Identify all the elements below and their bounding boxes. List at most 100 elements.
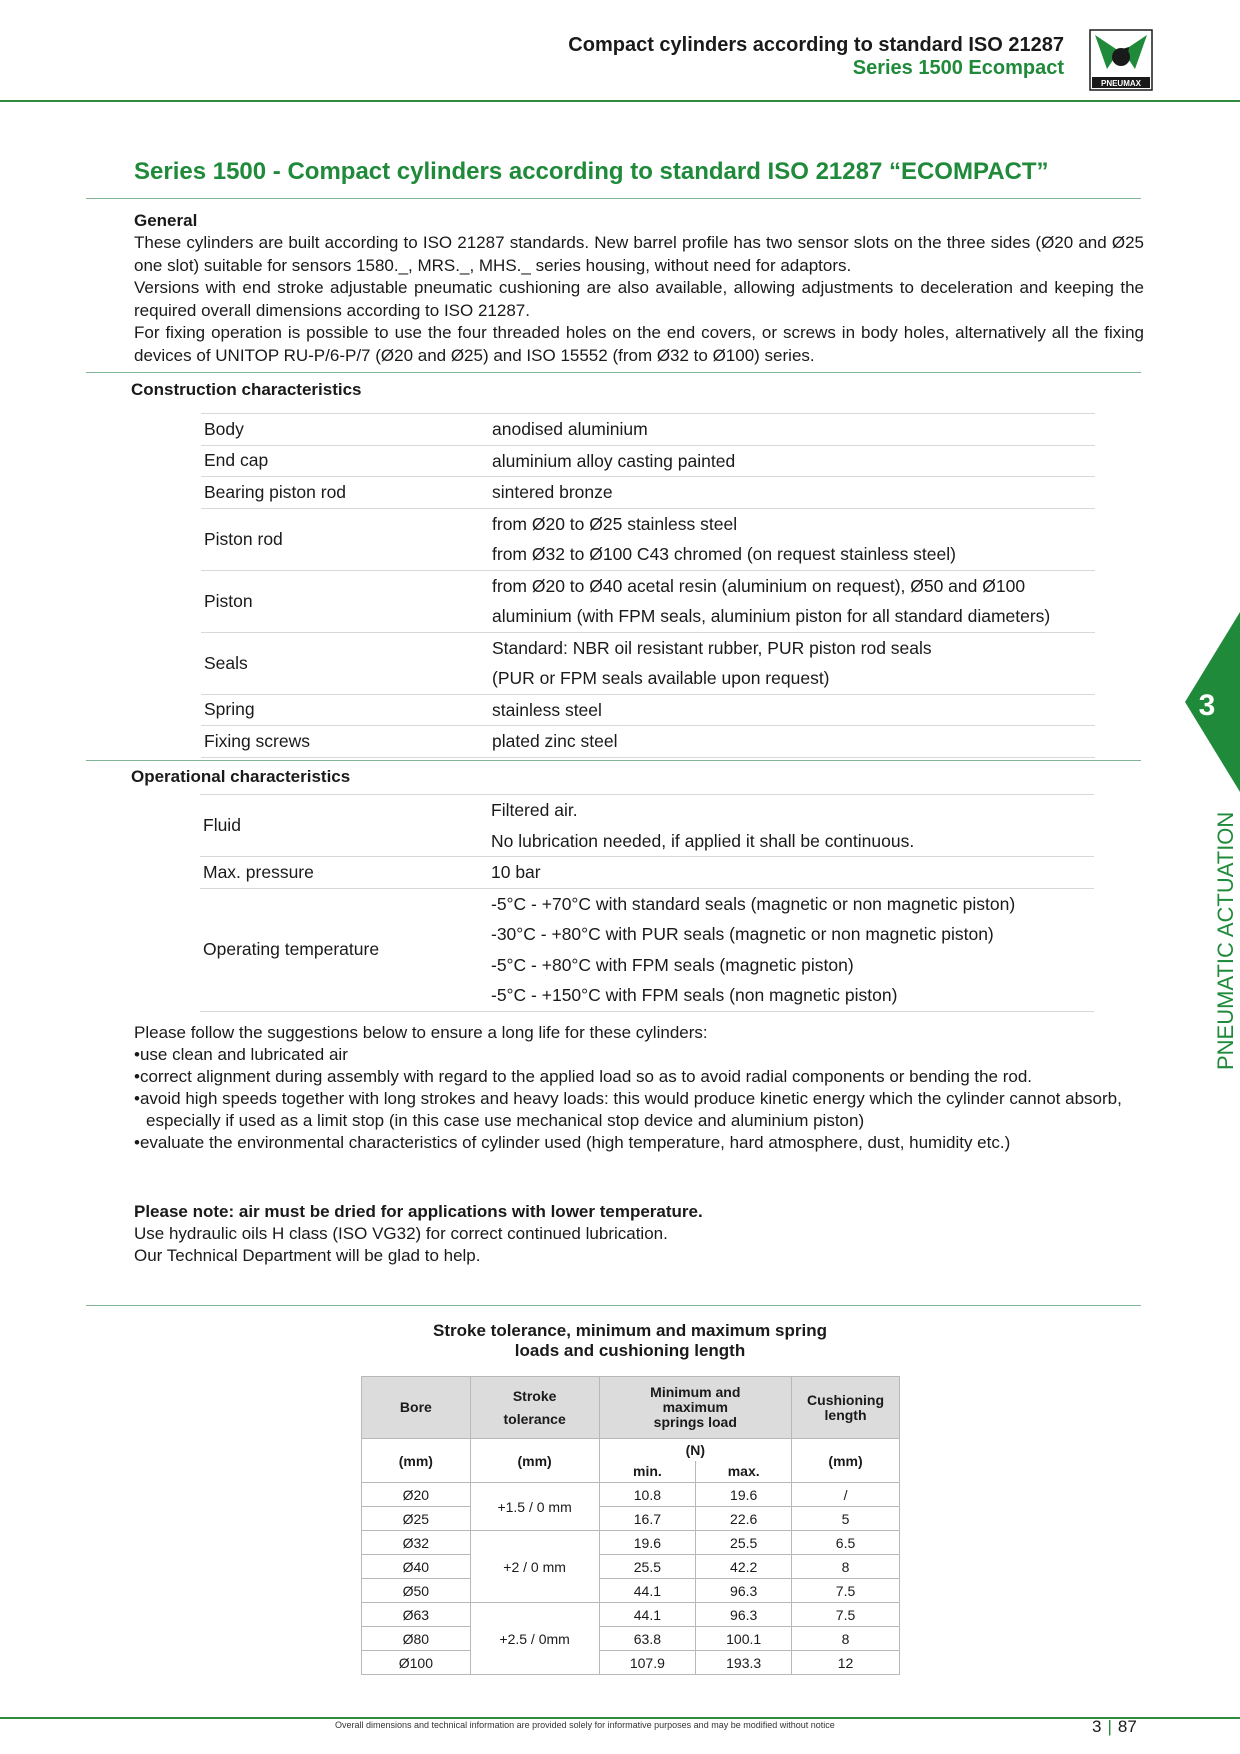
footer-page: 87 bbox=[1117, 1717, 1137, 1736]
construction-label: Body bbox=[201, 413, 489, 446]
cell-min: 44.1 bbox=[598, 1578, 697, 1603]
operational-value: 10 bar bbox=[491, 862, 541, 882]
table-row: Ø80 63.8 100.1 8 bbox=[361, 1626, 900, 1651]
construction-value: aluminium alloy casting painted bbox=[492, 450, 736, 471]
header-cushioning-line: length bbox=[824, 1406, 867, 1423]
stroke-table: Bore Stroke tolerance Minimum and maximu… bbox=[361, 1376, 900, 1675]
divider bbox=[86, 1305, 1141, 1306]
cell-bore: Ø80 bbox=[361, 1626, 471, 1651]
construction-label: Piston bbox=[201, 569, 489, 633]
construction-value: from Ø32 to Ø100 C43 chromed (on request… bbox=[492, 544, 956, 564]
cell-cushion: 7.5 bbox=[791, 1602, 900, 1627]
construction-label: Seals bbox=[201, 631, 489, 695]
note-bold: Please note: air must be dried for appli… bbox=[134, 1202, 703, 1221]
cell-min: 44.1 bbox=[598, 1602, 697, 1627]
construction-label: Spring bbox=[201, 693, 489, 726]
divider bbox=[86, 198, 1141, 199]
footer-divider bbox=[0, 1717, 1240, 1719]
cell-cushion: 6.5 bbox=[791, 1530, 900, 1555]
suggestion-text: avoid high speeds together with long str… bbox=[139, 1089, 1122, 1130]
cell-cushion: / bbox=[791, 1482, 900, 1507]
construction-label: Fixing screws bbox=[201, 725, 489, 758]
construction-row: Bearing piston rod sintered bronze bbox=[201, 476, 1095, 509]
stroke-table-title: Stroke tolerance, minimum and maximum sp… bbox=[360, 1321, 900, 1361]
divider bbox=[86, 372, 1141, 373]
construction-row: Fixing screws plated zinc steel bbox=[201, 725, 1095, 758]
general-paragraph: These cylinders are built according to I… bbox=[134, 233, 1144, 275]
cell-max: 193.3 bbox=[695, 1650, 793, 1675]
operational-value: -5°C - +70°C with standard seals (magnet… bbox=[491, 893, 1016, 914]
pneumax-logo: PNEUMAX bbox=[1089, 29, 1153, 91]
cell-min: 19.6 bbox=[598, 1530, 697, 1555]
construction-value: Standard: NBR oil resistant rubber, PUR … bbox=[492, 637, 932, 658]
suggestion-item: •avoid high speeds together with long st… bbox=[134, 1089, 1122, 1130]
suggestion-text: evaluate the environmental characteristi… bbox=[139, 1133, 1011, 1152]
cell-tolerance: +2.5 / 0mm bbox=[469, 1602, 600, 1675]
chapter-number: 3 bbox=[1199, 689, 1216, 722]
cell-bore: Ø40 bbox=[361, 1554, 471, 1579]
divider bbox=[86, 760, 1141, 761]
note-line: Use hydraulic oils H class (ISO VG32) fo… bbox=[134, 1224, 668, 1243]
cell-min: 10.8 bbox=[598, 1482, 697, 1507]
operational-label: Operating temperature bbox=[200, 887, 488, 1012]
header-stroke-line: Stroke bbox=[512, 1387, 557, 1404]
construction-row: Spring stainless steel bbox=[201, 693, 1095, 726]
cell-bore: Ø20 bbox=[361, 1482, 471, 1507]
header-subtitle: Series 1500 Ecompact bbox=[852, 57, 1064, 79]
cell-min: 16.7 bbox=[598, 1506, 697, 1531]
cell-bore: Ø63 bbox=[361, 1602, 471, 1627]
cell-max: 25.5 bbox=[695, 1530, 793, 1555]
construction-value: aluminium (with FPM seals, aluminium pis… bbox=[492, 606, 1051, 626]
cell-bore: Ø25 bbox=[361, 1506, 471, 1531]
construction-row: Seals Standard: NBR oil resistant rubber… bbox=[201, 631, 1095, 695]
pneumax-logo-icon: PNEUMAX bbox=[1089, 29, 1153, 91]
header-springs: Minimum and maximum springs load bbox=[598, 1376, 793, 1439]
header-bore: Bore bbox=[361, 1376, 471, 1439]
cell-min: 107.9 bbox=[598, 1650, 697, 1675]
operational-row: Fluid Filtered air. No lubrication neede… bbox=[200, 794, 1094, 857]
construction-table: Body anodised aluminium End cap aluminiu… bbox=[201, 413, 1095, 758]
construction-value: anodised aluminium bbox=[492, 419, 648, 439]
unit-max: max. bbox=[695, 1460, 793, 1483]
cell-min: 25.5 bbox=[598, 1554, 697, 1579]
cell-bore: Ø50 bbox=[361, 1578, 471, 1603]
operational-value: -30°C - +80°C with PUR seals (magnetic o… bbox=[491, 924, 994, 944]
cell-cushion: 8 bbox=[791, 1554, 900, 1579]
construction-row: Piston from Ø20 to Ø40 acetal resin (alu… bbox=[201, 569, 1095, 633]
general-paragraph: For fixing operation is possible to use … bbox=[134, 323, 1144, 365]
unit-cushioning: (mm) bbox=[791, 1438, 900, 1483]
stroke-table-title-line: loads and cushioning length bbox=[514, 1341, 746, 1360]
operational-value: -5°C - +80°C with FPM seals (magnetic pi… bbox=[491, 954, 854, 975]
table-row: Ø40 25.5 42.2 8 bbox=[361, 1554, 900, 1579]
footer-chapter: 3 bbox=[1092, 1717, 1102, 1736]
header-springs-line: Minimum and bbox=[650, 1384, 741, 1400]
cell-max: 96.3 bbox=[695, 1578, 793, 1603]
construction-row: Body anodised aluminium bbox=[201, 413, 1095, 446]
table-row: Ø32 +2 / 0 mm 19.6 25.5 6.5 bbox=[361, 1530, 900, 1603]
cell-cushion: 5 bbox=[791, 1506, 900, 1531]
header-stroke: Stroke tolerance bbox=[469, 1376, 600, 1439]
cell-tolerance: +2 / 0 mm bbox=[469, 1530, 600, 1603]
cell-max: 22.6 bbox=[695, 1506, 793, 1531]
header-cushioning-line: Cushioning bbox=[807, 1391, 885, 1408]
cell-max: 96.3 bbox=[695, 1602, 793, 1627]
unit-min: min. bbox=[598, 1460, 697, 1483]
table-row: Ø50 44.1 96.3 7.5 bbox=[361, 1578, 900, 1603]
construction-heading: Construction characteristics bbox=[131, 380, 362, 399]
construction-value: from Ø20 to Ø40 acetal resin (aluminium … bbox=[492, 575, 1026, 596]
note-line: Our Technical Department will be glad to… bbox=[134, 1246, 481, 1265]
unit-springs: (N) bbox=[598, 1438, 793, 1461]
logo-text: PNEUMAX bbox=[1101, 79, 1142, 88]
operational-label: Fluid bbox=[200, 794, 488, 857]
chapter-tab: 3 bbox=[1185, 612, 1240, 792]
unit-bore: (mm) bbox=[361, 1438, 471, 1483]
general-text: These cylinders are built according to I… bbox=[134, 232, 1144, 367]
construction-label: Bearing piston rod bbox=[201, 476, 489, 509]
construction-row: End cap aluminium alloy casting painted bbox=[201, 444, 1095, 477]
cell-cushion: 8 bbox=[791, 1626, 900, 1651]
suggestion-text: correct alignment during assembly with r… bbox=[139, 1067, 1033, 1086]
general-heading: General bbox=[134, 211, 198, 230]
suggestion-item: •correct alignment during assembly with … bbox=[134, 1067, 1033, 1086]
construction-row: Piston rod from Ø20 to Ø25 stainless ste… bbox=[201, 507, 1095, 571]
note: Please note: air must be dried for appli… bbox=[134, 1201, 1134, 1267]
